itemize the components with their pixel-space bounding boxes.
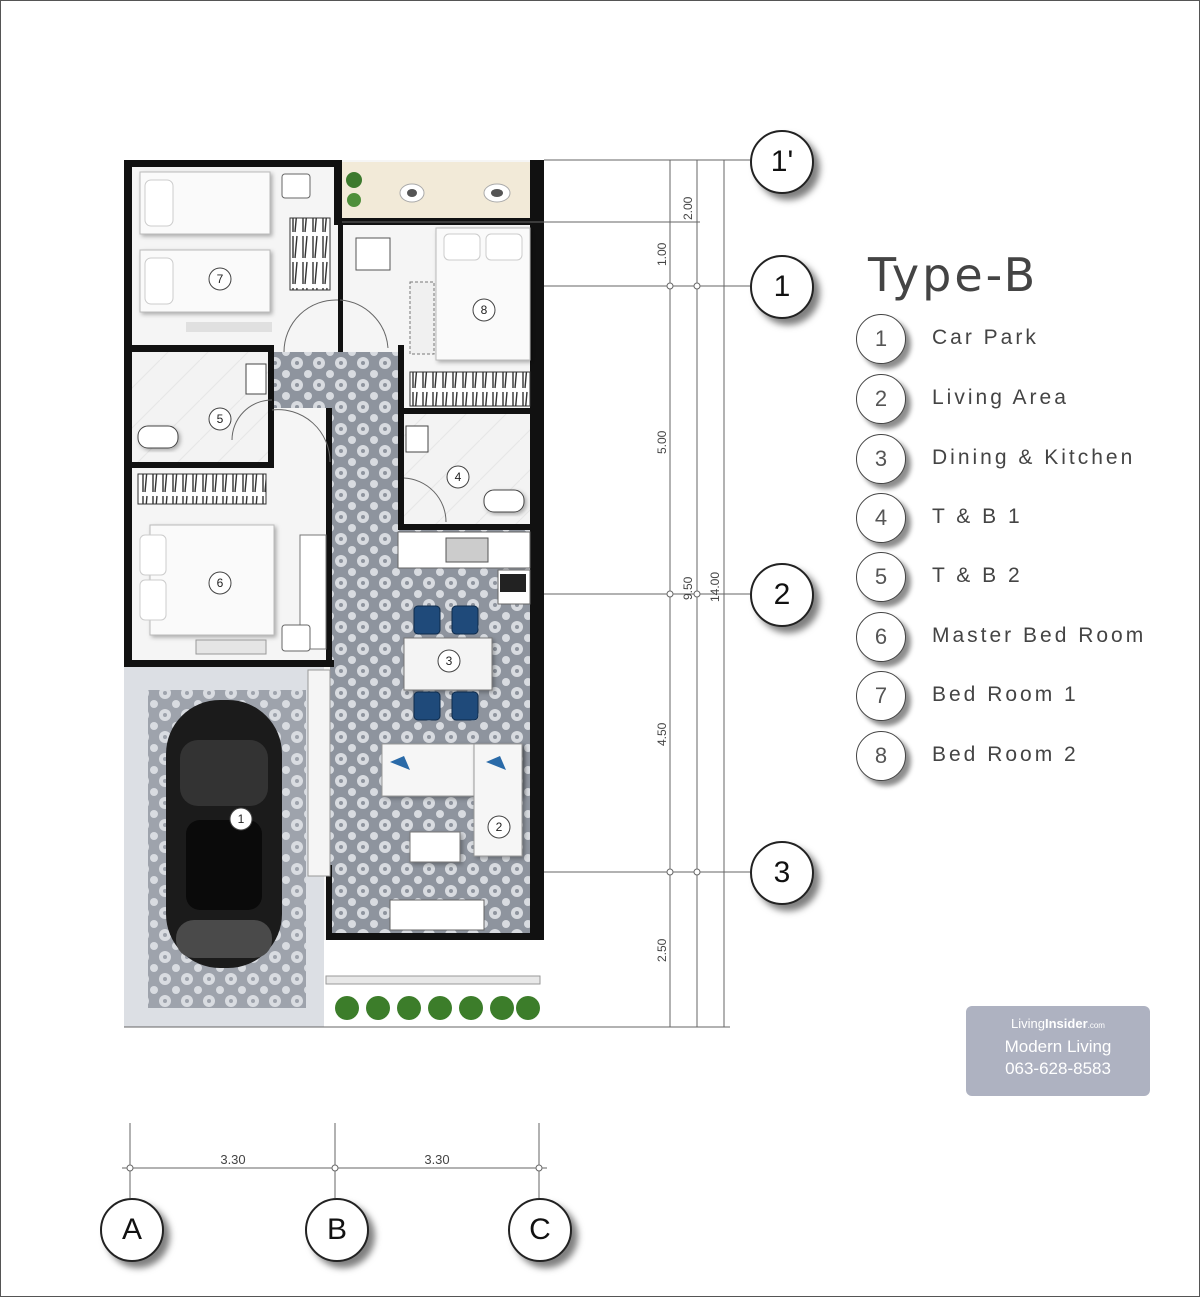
dim-3-30-left: 3.30	[220, 1152, 245, 1167]
legend-num: 7	[856, 671, 906, 721]
legend-label: Living Area	[932, 386, 1069, 409]
room-tag-6: 6	[217, 576, 224, 590]
corridor-tiles	[330, 352, 402, 937]
watermark-brand: LivingInsider.com	[966, 1016, 1150, 1031]
room-tag-5: 5	[217, 412, 224, 426]
room-tag-3: 3	[446, 654, 453, 668]
legend-num: 2	[856, 374, 906, 424]
legend-label: Bed Room 2	[932, 743, 1079, 766]
car-icon	[166, 700, 282, 968]
room-tag-1: 1	[238, 812, 245, 826]
dim-3-30-right: 3.30	[424, 1152, 449, 1167]
grid-row-1: 1	[750, 255, 814, 319]
legend-num: 3	[856, 434, 906, 484]
watermark-brand-bold: Insider	[1045, 1016, 1088, 1031]
legend-label: Master Bed Room	[932, 624, 1147, 647]
walls	[124, 160, 544, 940]
dim-2-00: 2.00	[681, 196, 695, 220]
horizontal-dimensions	[122, 1123, 547, 1198]
dim-2-50: 2.50	[655, 938, 669, 962]
plan-type-title: Type-B	[868, 248, 1039, 302]
room-tag-4: 4	[455, 470, 462, 484]
legend-label: Car Park	[932, 326, 1039, 349]
legend-label: Bed Room 1	[932, 683, 1079, 706]
legend-num: 8	[856, 731, 906, 781]
dim-5-00: 5.00	[655, 430, 669, 454]
grid-col-b: B	[305, 1198, 369, 1262]
grid-row-1-prime: 1'	[750, 130, 814, 194]
grid-row-3: 3	[750, 841, 814, 905]
legend-num: 4	[856, 493, 906, 543]
dim-9-50: 9.50	[681, 576, 695, 600]
legend-num: 6	[856, 612, 906, 662]
watermark-tagline: Modern Living	[1004, 1037, 1112, 1056]
room-tag-7: 7	[217, 272, 224, 286]
dim-14-00: 14.00	[708, 572, 722, 602]
room-tag-8: 8	[481, 303, 488, 317]
legend-num: 5	[856, 552, 906, 602]
legend-label: T & B 2	[932, 564, 1023, 587]
watermark: LivingInsider.com Modern Living 063-628-…	[966, 1006, 1150, 1096]
watermark-brand-suffix: .com	[1087, 1021, 1105, 1030]
watermark-phone: 063-628-8583	[1005, 1059, 1111, 1078]
dim-1-00: 1.00	[655, 242, 669, 266]
grid-row-2: 2	[750, 563, 814, 627]
dim-4-50: 4.50	[655, 722, 669, 746]
grid-col-c: C	[508, 1198, 572, 1262]
watermark-brand-light: Living	[1011, 1016, 1045, 1031]
legend-label: T & B 1	[932, 505, 1023, 528]
hall-tiles	[272, 352, 330, 408]
grid-col-a: A	[100, 1198, 164, 1262]
room-tag-2: 2	[496, 820, 503, 834]
legend-num: 1	[856, 314, 906, 364]
legend-label: Dining & Kitchen	[932, 446, 1136, 469]
